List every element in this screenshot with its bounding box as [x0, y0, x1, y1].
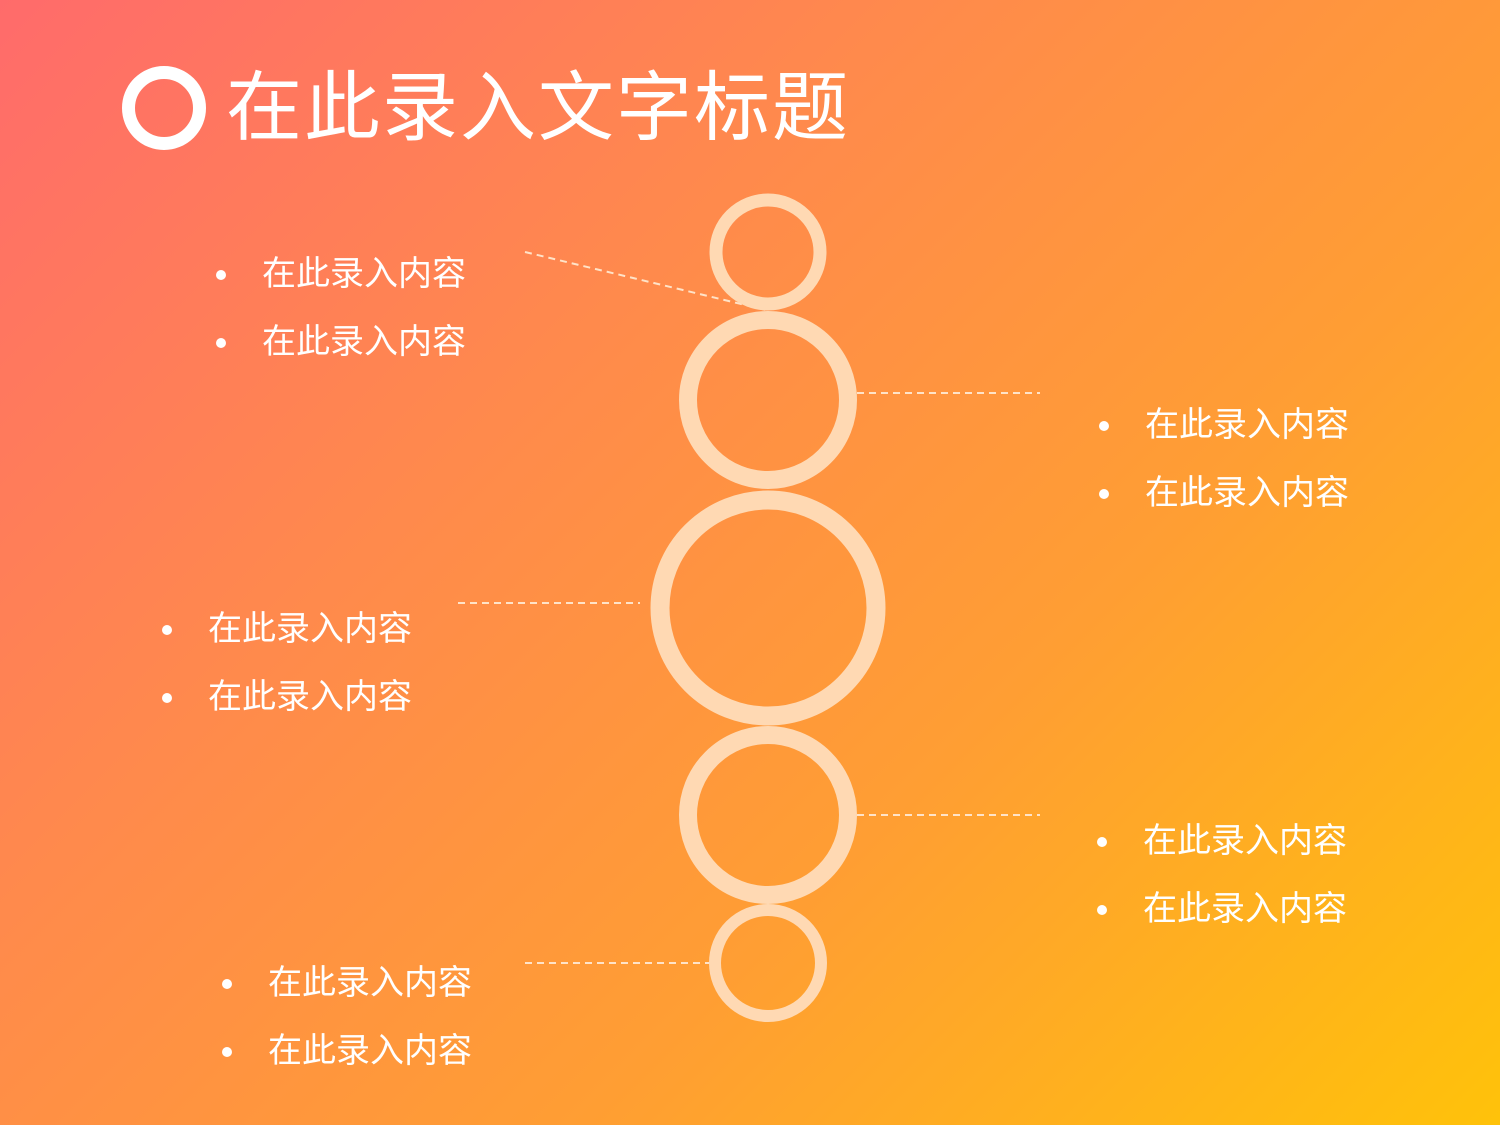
slide-title: 在此录入文字标题: [122, 58, 850, 158]
bullet-dot-icon: [1097, 905, 1107, 915]
bullet-item: 在此录入内容: [162, 663, 412, 731]
bullet-dot-icon: [1099, 421, 1109, 431]
bullet-group-4: 在此录入内容 在此录入内容: [1097, 807, 1347, 943]
ring-1: [709, 193, 827, 311]
bullet-item: 在此录入内容: [222, 949, 472, 1017]
bullet-dot-icon: [216, 338, 226, 348]
bullet-group-3: 在此录入内容 在此录入内容: [162, 595, 412, 731]
bullet-item: 在此录入内容: [1097, 807, 1347, 875]
title-text: 在此录入文字标题: [226, 63, 850, 152]
connector-1: [524, 251, 767, 311]
ring-4: [679, 726, 857, 904]
bullet-dot-icon: [162, 625, 172, 635]
bullet-item: 在此录入内容: [1099, 391, 1349, 459]
ring-3: [650, 490, 886, 726]
ring-2: [679, 311, 857, 489]
bullet-dot-icon: [162, 693, 172, 703]
bullet-dot-icon: [1097, 837, 1107, 847]
bullet-item: 在此录入内容: [216, 308, 466, 376]
bullet-dot-icon: [222, 1047, 232, 1057]
bullet-dot-icon: [1099, 489, 1109, 499]
rings: [650, 193, 886, 1022]
bullet-item: 在此录入内容: [1099, 459, 1349, 527]
bullet-dot-icon: [222, 979, 232, 989]
connectors: [458, 251, 1040, 964]
bullet-item: 在此录入内容: [162, 595, 412, 663]
bullet-group-1: 在此录入内容 在此录入内容: [216, 240, 466, 376]
bullet-group-2: 在此录入内容 在此录入内容: [1099, 391, 1349, 527]
bullet-item: 在此录入内容: [216, 240, 466, 308]
bullet-dot-icon: [216, 270, 226, 280]
bullet-item: 在此录入内容: [222, 1017, 472, 1085]
bullet-group-5: 在此录入内容 在此录入内容: [222, 949, 472, 1085]
bullet-item: 在此录入内容: [1097, 875, 1347, 943]
ring-5: [709, 904, 827, 1022]
